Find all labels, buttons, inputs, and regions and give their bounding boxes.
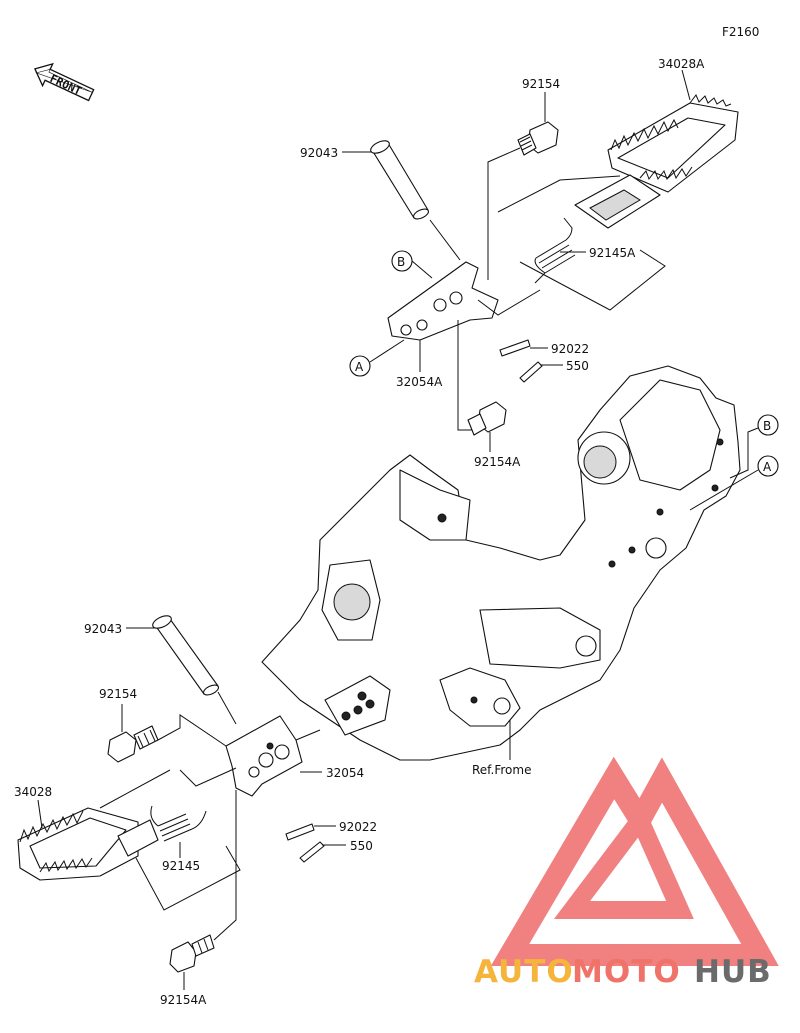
label-550-lower: 550 [350, 839, 373, 853]
label-92154A-upper: 92154A [474, 455, 521, 469]
watermark-part1: AUTO [474, 954, 574, 990]
frame [261, 365, 741, 761]
bolt-upper [517, 121, 559, 156]
figure-code: F2160 [722, 25, 759, 39]
washer-lower [285, 823, 315, 841]
watermark-part3: HUB [694, 954, 772, 990]
bolt-left-lower [169, 934, 215, 973]
label-32054A: 32054A [396, 375, 443, 389]
spring-left [150, 805, 207, 842]
bolt-left [107, 725, 159, 763]
ref-a-upper: A [355, 360, 364, 374]
pin-lower [152, 615, 219, 696]
label-92022-upper: 92022 [551, 342, 589, 356]
pin-upper [370, 140, 429, 220]
label-92022-lower: 92022 [339, 820, 377, 834]
label-92043-lower: 92043 [84, 622, 122, 636]
footpeg-right [574, 94, 739, 229]
cotter-lower [299, 841, 325, 863]
ref-b-upper: B [397, 255, 405, 269]
watermark-logo-icon [490, 756, 779, 966]
label-32054: 32054 [326, 766, 364, 780]
label-ref-frame: Ref.Frome [472, 763, 531, 777]
footpeg-left [17, 807, 159, 881]
watermark-text: AUTO MOTO HUB [474, 954, 772, 990]
label-92145: 92145 [162, 859, 200, 873]
bolt-upper-lower [467, 401, 507, 436]
label-92145A: 92145A [589, 246, 636, 260]
watermark-part2: MOTO [572, 954, 681, 990]
bracket-right [387, 261, 499, 341]
label-34028A: 34028A [658, 57, 705, 71]
label-550-upper: 550 [566, 359, 589, 373]
front-label: FRONT [48, 72, 84, 98]
cotter-upper [519, 361, 543, 383]
label-34028: 34028 [14, 785, 52, 799]
bracket-left [225, 715, 303, 797]
label-92154-left: 92154 [99, 687, 137, 701]
label-92154-upper: 92154 [522, 77, 560, 91]
label-92043-upper: 92043 [300, 146, 338, 160]
ref-b-frame: B [763, 419, 771, 433]
label-92154A-lower: 92154A [160, 993, 207, 1007]
washer-upper [499, 339, 531, 357]
front-arrow-icon: FRONT [34, 62, 95, 102]
ref-a-frame: A [763, 460, 772, 474]
